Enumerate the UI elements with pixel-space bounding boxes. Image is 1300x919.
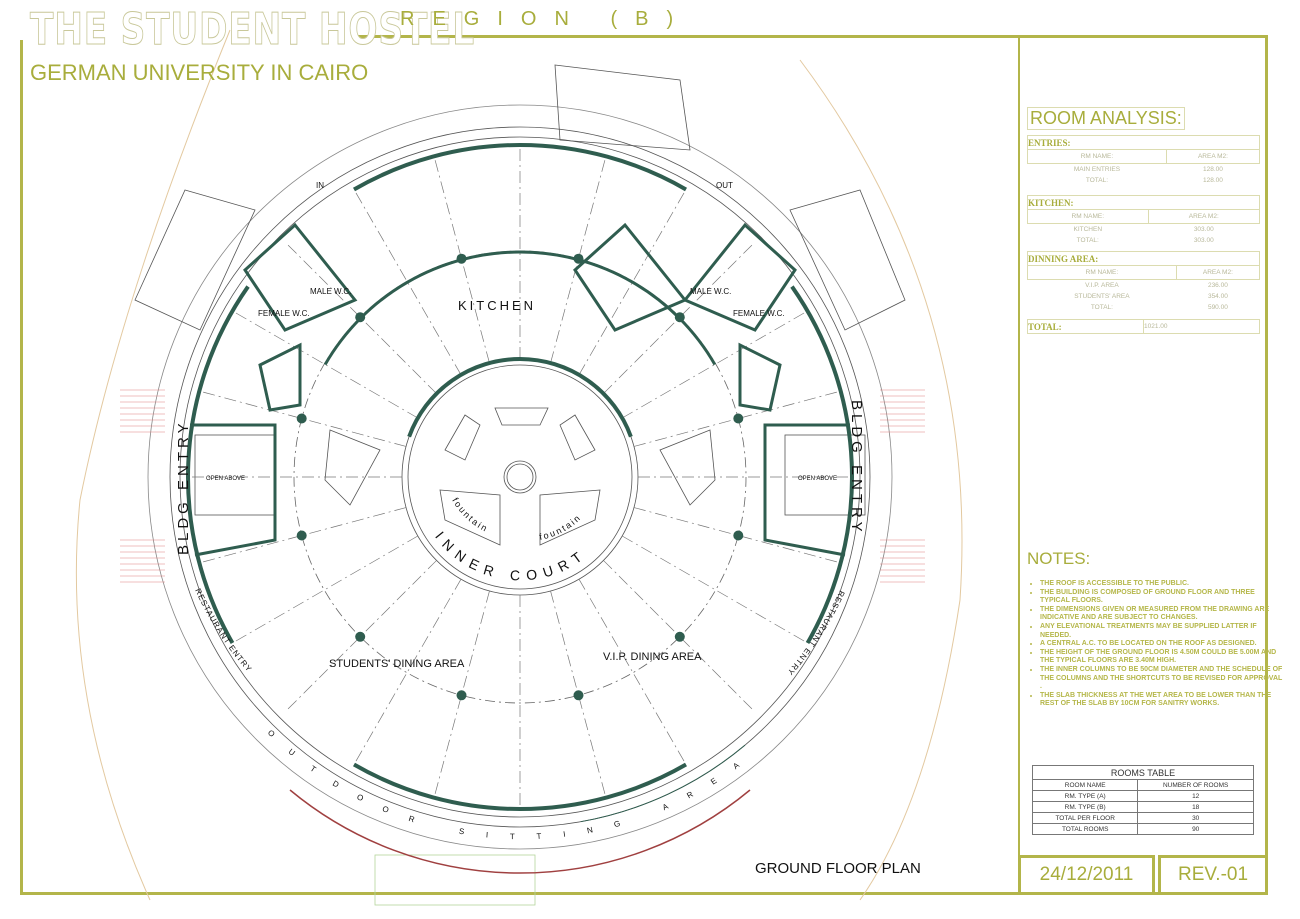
grid-axis-line (622, 535, 808, 644)
column-marker (733, 530, 744, 541)
grid-axis-line (578, 579, 687, 765)
column-marker (296, 413, 307, 424)
outer-wall-arc (353, 143, 687, 192)
room-analysis-dining: DINNING AREA: RM NAME:AREA M2: V.I.P. AR… (1027, 251, 1261, 313)
notes-list: THE ROOF IS ACCESSIBLE TO THE PUBLIC. TH… (1022, 580, 1285, 709)
stair-wall (258, 342, 302, 412)
note-item: THE BUILDING IS COMPOSED OF GROUND FLOOR… (1040, 589, 1285, 606)
restaurant-edge-arc (580, 744, 746, 823)
column-marker (733, 413, 744, 424)
grid-axis-line (353, 189, 462, 375)
grid-axis-line (633, 507, 841, 564)
outer-wall-arc (790, 285, 854, 644)
svg-text:RESTAURANT ENTRY: RESTAURANT ENTRY (193, 587, 254, 674)
region-label: REGION (B) (400, 8, 692, 30)
plan-title: GROUND FLOOR PLAN (755, 860, 921, 877)
notes-title: NOTES: (1027, 549, 1091, 568)
column-marker (296, 530, 307, 541)
grid-axis-line (433, 156, 490, 364)
inner-court-label: INNER COURT (432, 528, 583, 583)
grid-axis-line (578, 189, 687, 375)
svg-text:fountain: fountain (538, 512, 583, 542)
project-title: THE STUDENT HOSTEL (30, 4, 475, 56)
table-row: RM. TYPE (B)18 (1031, 801, 1254, 813)
note-item: THE ROOF IS ACCESSIBLE TO THE PUBLIC. (1040, 580, 1285, 589)
outdoor-edge-arc (289, 789, 751, 874)
open-above-left-label: OPEN ABOVE (206, 476, 245, 482)
note-item: ANY ELEVATIONAL TREATMENTS MAY BE SUPPLI… (1040, 623, 1285, 640)
in-label: IN (316, 181, 324, 190)
note-item: A CENTRAL A.C. TO BE LOCATED ON THE ROOF… (1040, 640, 1285, 649)
wc-wall (682, 222, 797, 332)
students-dining-label: STUDENTS' DINING AREA (329, 658, 465, 670)
female-wc-right-label: FEMALE W.C. (733, 309, 785, 318)
room-analysis-title: ROOM ANALYSIS: (1027, 107, 1185, 130)
note-item: THE HEIGHT OF THE GROUND FLOOR IS 4.50M … (1040, 649, 1285, 666)
female-wc-left-label: FEMALE W.C. (258, 309, 310, 318)
grid-axis-line (232, 535, 418, 644)
outer-wall-arc (186, 285, 250, 644)
column-marker (573, 690, 584, 701)
svg-text:fountain: fountain (450, 496, 490, 534)
outer-wall-arc (353, 762, 687, 811)
grid-axis-line (603, 241, 756, 394)
column-marker (674, 631, 685, 642)
room-analysis-total: TOTAL:1021.00 (1027, 319, 1260, 334)
note-item: THE SLAB THICKNESS AT THE WET AREA TO BE… (1040, 692, 1285, 709)
stair-core-wall (763, 423, 850, 557)
kitchen-label: KITCHEN (458, 298, 536, 313)
bldg-entry-left-label: BLDG ENTRY (175, 419, 192, 555)
date-box: 24/12/2011 (1018, 855, 1155, 895)
column-marker (674, 312, 685, 323)
fountain-label-left: fountain (450, 496, 488, 534)
revision-box: REV.-01 (1158, 855, 1268, 895)
stair-wall (738, 342, 782, 412)
inner-court-wall-arc (407, 357, 633, 438)
male-wc-right-label: MALE W.C. (690, 287, 731, 296)
stair-core-wall (190, 423, 277, 557)
column-marker (355, 312, 366, 323)
kitchen-wall-arc (323, 250, 717, 366)
vip-dining-label: V.I.P. DINING AREA (603, 651, 702, 663)
open-above-right-label: OPEN ABOVE (798, 476, 837, 482)
grid-axis-line (353, 579, 462, 765)
grid-axis-line (232, 310, 418, 419)
table-row: RM. TYPE (A)12 (1031, 790, 1254, 802)
grid-axis-line (622, 310, 808, 419)
column-marker (573, 253, 584, 264)
note-item: THE INNER COLUMNS TO BE 50CM DIAMETER AN… (1040, 666, 1285, 692)
grid-axis-line (550, 590, 607, 798)
restaurant-entry-left-label: RESTAURANT ENTRY (193, 587, 253, 674)
side-panel-divider (1018, 38, 1020, 895)
grid-axis-line (433, 590, 490, 798)
university-name: GERMAN UNIVERSITY IN CAIRO (30, 60, 369, 85)
grid-axis-line (550, 156, 607, 364)
wc-wall (243, 222, 358, 332)
column-marker (456, 253, 467, 264)
grid-axis-line (633, 390, 841, 447)
grid-axis-line (284, 241, 437, 394)
wc-wall (573, 222, 688, 332)
drawing-frame (20, 35, 1268, 895)
fountain-label-right: fountain (538, 512, 581, 542)
column-marker (355, 631, 366, 642)
bldg-entry-right-label: BLDG ENTRY (848, 400, 865, 536)
grid-axis-line (603, 560, 756, 713)
svg-text:INNER COURT: INNER COURT (432, 528, 590, 583)
out-label: OUT (716, 181, 733, 190)
column-marker (456, 690, 467, 701)
grid-axis-line (199, 507, 407, 564)
note-item: THE DIMENSIONS GIVEN OR MEASURED FROM TH… (1040, 606, 1285, 623)
male-wc-left-label: MALE W.C. (310, 287, 351, 296)
grid-axis-line (199, 390, 407, 447)
grid-axis-line (284, 560, 437, 713)
